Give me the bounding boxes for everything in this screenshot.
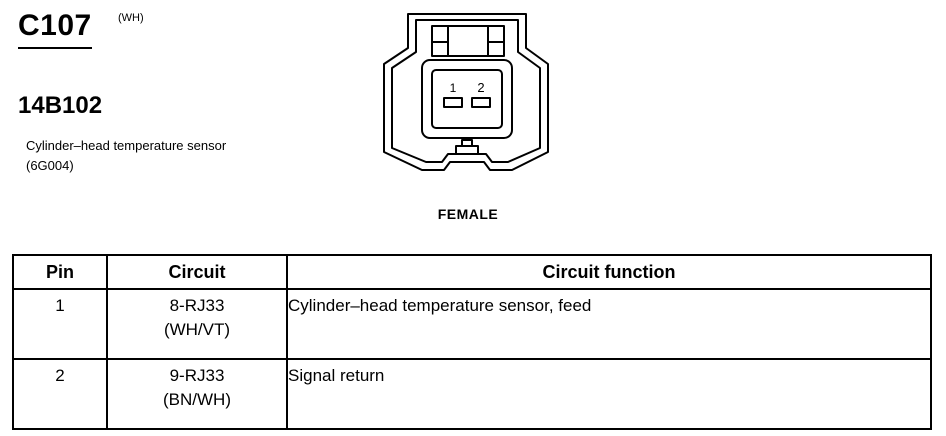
- circuit-cell: 8-RJ33 (WH/VT): [106, 288, 288, 360]
- header-pin: Pin: [12, 254, 108, 290]
- header-circuit-function: Circuit function: [286, 254, 932, 290]
- table-row: 2 9-RJ33 (BN/WH) Signal return: [12, 358, 932, 430]
- circuit-number: 8-RJ33: [169, 296, 225, 315]
- connector-key: [455, 145, 479, 154]
- circuit-number: 9-RJ33: [169, 366, 225, 385]
- pin-label-2: 2: [477, 80, 484, 95]
- table-header-row: Pin Circuit Circuit function: [12, 254, 932, 290]
- connector-inner-outline: [391, 19, 541, 163]
- component-name: Cylinder–head temperature sensor: [26, 138, 227, 153]
- connector-cavity: [431, 69, 503, 129]
- terminal-pin-2: [471, 97, 491, 108]
- component-code: (6G004): [26, 158, 74, 173]
- terminal-pin-1: [443, 97, 463, 108]
- pin-number: 2: [12, 358, 108, 430]
- part-number: 14B102: [18, 92, 103, 119]
- circuit-function: Cylinder–head temperature sensor, feed: [286, 288, 932, 360]
- header-circuit: Circuit: [106, 254, 288, 290]
- connector-housing-outline: [383, 13, 549, 171]
- connector-color: (WH): [118, 12, 144, 24]
- pin-label-1: 1: [450, 81, 457, 95]
- circuit-function: Signal return: [286, 358, 932, 430]
- wire-color: (BN/WH): [163, 390, 231, 409]
- connector-id: C107: [18, 8, 92, 49]
- table-row: 1 8-RJ33 (WH/VT) Cylinder–head temperatu…: [12, 288, 932, 360]
- circuit-cell: 9-RJ33 (BN/WH): [106, 358, 288, 430]
- connector-gender: FEMALE: [437, 206, 499, 222]
- wire-color: (WH/VT): [163, 320, 231, 339]
- connector-shroud: [421, 59, 513, 139]
- connector-face-diagram: 1 2: [383, 13, 549, 171]
- pinout-table: Pin Circuit Circuit function 1 8-RJ33 (W…: [12, 254, 932, 430]
- pin-number: 1: [12, 288, 108, 360]
